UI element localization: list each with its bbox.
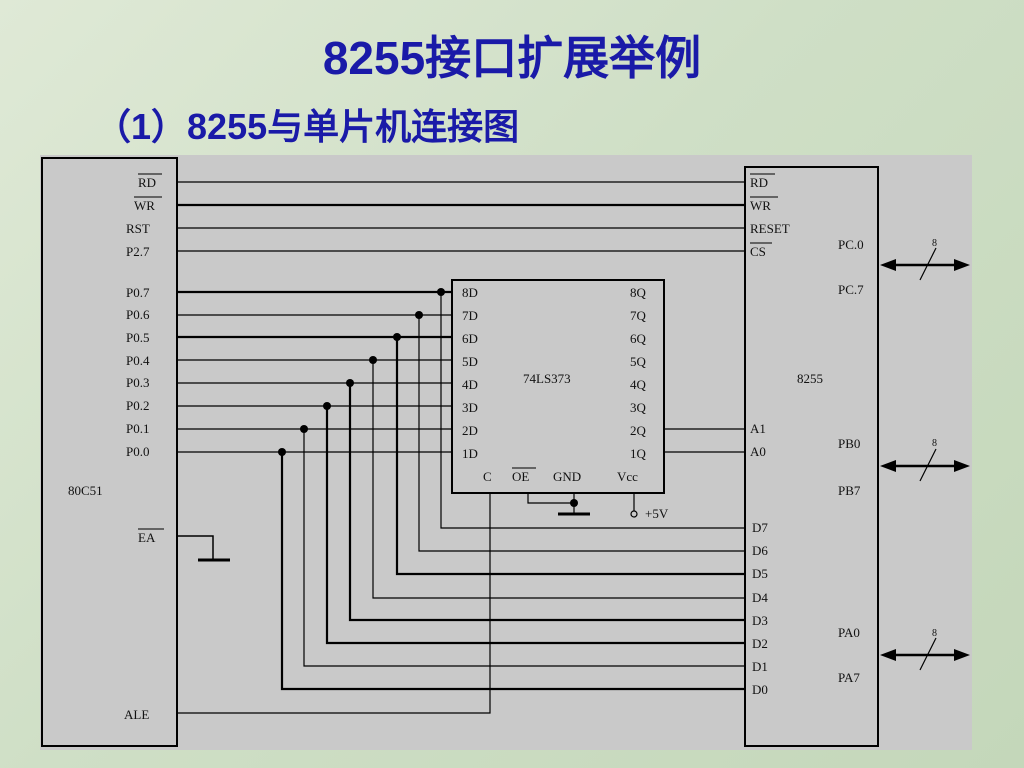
ppi-pin-wr: WR bbox=[750, 198, 771, 213]
ppi-pin-d2: D2 bbox=[752, 636, 768, 651]
mcu-pin-wr: WR bbox=[134, 198, 155, 213]
circuit-diagram: 80C51 74LS373 8255 RD WR RST P2.7 P0.7 P… bbox=[40, 155, 972, 750]
mcu-pin-p05: P0.5 bbox=[126, 330, 149, 345]
mcu-pin-rd: RD bbox=[138, 175, 156, 190]
latch-pin-7d: 7D bbox=[462, 308, 478, 323]
mcu-pin-p02: P0.2 bbox=[126, 398, 149, 413]
ppi-pin-d3: D3 bbox=[752, 613, 768, 628]
latch-pin-4q: 4Q bbox=[630, 377, 647, 392]
ale-wire bbox=[177, 493, 491, 714]
ea-ground-wire bbox=[177, 535, 230, 562]
port-b-bus-arrow bbox=[880, 448, 970, 482]
mcu-pin-rst: RST bbox=[126, 221, 150, 236]
mcu-pin-p06: P0.6 bbox=[126, 307, 150, 322]
vcc-label: +5V bbox=[645, 506, 669, 521]
port-a-bus-arrow bbox=[880, 637, 970, 671]
ppi-pin-pb0: PB0 bbox=[838, 436, 860, 451]
latch-pin-3q: 3Q bbox=[630, 400, 647, 415]
port-b-width: 8 bbox=[932, 438, 937, 449]
slide-title: 8255接口扩展举例 bbox=[322, 32, 702, 84]
ppi-data-pins: D7 D6 D5 D4 D3 D2 D1 D0 bbox=[752, 520, 768, 697]
mcu-chip bbox=[41, 157, 178, 747]
mcu-name: 80C51 bbox=[68, 483, 103, 498]
mcu-pin-ea: EA bbox=[138, 530, 156, 545]
latch-pin-1q: 1Q bbox=[630, 446, 647, 461]
control-wires bbox=[177, 181, 745, 252]
slide-subtitle: （1）8255与单片机连接图 bbox=[95, 106, 520, 147]
latch-bottom-pins: C OE GND Vcc bbox=[483, 467, 638, 484]
ppi-pin-d1: D1 bbox=[752, 659, 768, 674]
ppi-name: 8255 bbox=[797, 371, 823, 386]
latch-pin-gnd: GND bbox=[553, 469, 581, 484]
latch-pin-vcc: Vcc bbox=[617, 469, 638, 484]
gnd-junction bbox=[570, 499, 578, 507]
latch-pin-7q: 7Q bbox=[630, 308, 647, 323]
mcu-pin-p00: P0.0 bbox=[126, 444, 149, 459]
ppi-pin-pb7: PB7 bbox=[838, 483, 861, 498]
ppi-pin-reset: RESET bbox=[750, 221, 790, 236]
ppi-pin-d7: D7 bbox=[752, 520, 768, 535]
mcu-pin-p03: P0.3 bbox=[126, 375, 149, 390]
ppi-pin-a0: A0 bbox=[750, 444, 766, 459]
ppi-pin-a1: A1 bbox=[750, 421, 766, 436]
junction-dots bbox=[278, 288, 445, 456]
mcu-top-pins: RD WR RST P2.7 bbox=[126, 173, 162, 259]
ppi-pin-pa0: PA0 bbox=[838, 625, 860, 640]
port-a-width: 8 bbox=[932, 628, 937, 639]
ppi-chip bbox=[744, 166, 879, 747]
latch-pin-2d: 2D bbox=[462, 423, 478, 438]
latch-pin-2q: 2Q bbox=[630, 423, 647, 438]
mcu-pin-p01: P0.1 bbox=[126, 421, 149, 436]
latch-pin-5q: 5Q bbox=[630, 354, 647, 369]
ppi-port-pins: PC.0 PC.7 PB0 PB7 PA0 PA7 bbox=[838, 237, 864, 685]
mcu-pin-ale: ALE bbox=[124, 707, 149, 722]
address-wires bbox=[664, 428, 745, 453]
latch-pin-c: C bbox=[483, 469, 492, 484]
mcu-pin-p07: P0.7 bbox=[126, 285, 150, 300]
ppi-pin-pa7: PA7 bbox=[838, 670, 860, 685]
latch-power-wires bbox=[527, 493, 638, 518]
circuit-svg: 80C51 74LS373 8255 RD WR RST P2.7 P0.7 P… bbox=[41, 157, 970, 747]
latch-pin-5d: 5D bbox=[462, 354, 478, 369]
latch-pin-1d: 1D bbox=[462, 446, 478, 461]
data-bus-wires bbox=[177, 290, 745, 691]
ppi-pin-pc0: PC.0 bbox=[838, 237, 864, 252]
ppi-pin-d5: D5 bbox=[752, 566, 768, 581]
ppi-top-pins: RD WR RESET CS bbox=[750, 173, 790, 259]
ppi-pin-d4: D4 bbox=[752, 590, 768, 605]
ppi-pin-cs: CS bbox=[750, 244, 766, 259]
mcu-p0-pins: P0.7 P0.6 P0.5 P0.4 P0.3 P0.2 P0.1 P0.0 bbox=[126, 285, 150, 459]
latch-chip bbox=[451, 279, 665, 494]
ppi-pin-rd: RD bbox=[750, 175, 768, 190]
ppi-pin-d6: D6 bbox=[752, 543, 768, 558]
latch-d-pins: 8D 7D 6D 5D 4D 3D 2D 1D bbox=[462, 285, 478, 461]
mcu-pin-p27: P2.7 bbox=[126, 244, 150, 259]
latch-pin-oe: OE bbox=[512, 469, 529, 484]
latch-pin-8q: 8Q bbox=[630, 285, 647, 300]
latch-name: 74LS373 bbox=[523, 371, 571, 386]
port-c-width: 8 bbox=[932, 238, 937, 249]
latch-pin-6q: 6Q bbox=[630, 331, 647, 346]
port-c-bus-arrow bbox=[880, 247, 970, 281]
latch-pin-6d: 6D bbox=[462, 331, 478, 346]
latch-pin-3d: 3D bbox=[462, 400, 478, 415]
ppi-pin-pc7: PC.7 bbox=[838, 282, 864, 297]
latch-pin-8d: 8D bbox=[462, 285, 478, 300]
mcu-pin-p04: P0.4 bbox=[126, 353, 150, 368]
latch-q-pins: 8Q 7Q 6Q 5Q 4Q 3Q 2Q 1Q bbox=[630, 285, 647, 461]
ppi-pin-d0: D0 bbox=[752, 682, 768, 697]
latch-pin-4d: 4D bbox=[462, 377, 478, 392]
